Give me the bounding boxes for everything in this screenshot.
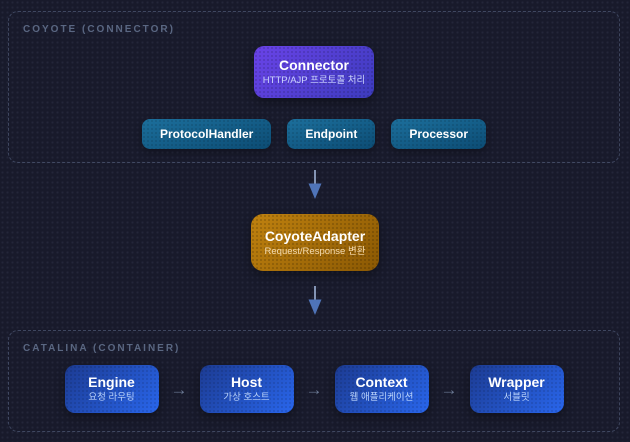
- coyoteadapter-subtitle: Request/Response 변환: [264, 245, 366, 257]
- processor-node: Processor: [391, 119, 486, 149]
- host-subtitle: 가상 호스트: [223, 392, 270, 404]
- right-arrow-icon: →: [305, 379, 323, 399]
- coyote-group-label: COYOTE (CONNECTOR): [23, 24, 175, 35]
- endpoint-node: Endpoint: [287, 119, 375, 149]
- connector-title: Connector: [279, 57, 349, 74]
- protocolhandler-node: ProtocolHandler: [142, 119, 271, 149]
- catalina-group-label: CATALINA (CONTAINER): [23, 343, 181, 354]
- connector-subtitle: HTTP/AJP 프로토콜 처리: [262, 75, 366, 87]
- coyoteadapter-title: CoyoteAdapter: [264, 227, 366, 244]
- down-arrow-icon: [308, 170, 322, 199]
- coyote-chip-row: ProtocolHandler Endpoint Processor: [9, 119, 619, 149]
- catalina-node-row: Engine 요청 라우팅 → Host 가상 호스트 → Context 웹 …: [9, 365, 619, 413]
- coyote-connector-group: COYOTE (CONNECTOR) Connector HTTP/AJP 프로…: [8, 11, 620, 163]
- host-node: Host 가상 호스트: [199, 365, 294, 413]
- host-title: Host: [230, 374, 263, 391]
- connector-node: Connector HTTP/AJP 프로토콜 처리: [254, 46, 374, 98]
- engine-title: Engine: [88, 374, 135, 391]
- context-node: Context 웹 애플리케이션: [334, 365, 429, 413]
- engine-node: Engine 요청 라우팅: [64, 365, 159, 413]
- wrapper-node: Wrapper 서블릿: [469, 365, 564, 413]
- context-subtitle: 웹 애플리케이션: [349, 392, 414, 404]
- wrapper-subtitle: 서블릿: [503, 392, 530, 404]
- catalina-container-group: CATALINA (CONTAINER) Engine 요청 라우팅 → Hos…: [8, 330, 620, 432]
- context-title: Context: [355, 374, 408, 391]
- right-arrow-icon: →: [440, 379, 458, 399]
- right-arrow-icon: →: [170, 379, 188, 399]
- down-arrow-icon: [308, 286, 322, 315]
- wrapper-title: Wrapper: [488, 374, 545, 391]
- coyoteadapter-node: CoyoteAdapter Request/Response 변환: [251, 214, 379, 271]
- engine-subtitle: 요청 라우팅: [88, 392, 135, 404]
